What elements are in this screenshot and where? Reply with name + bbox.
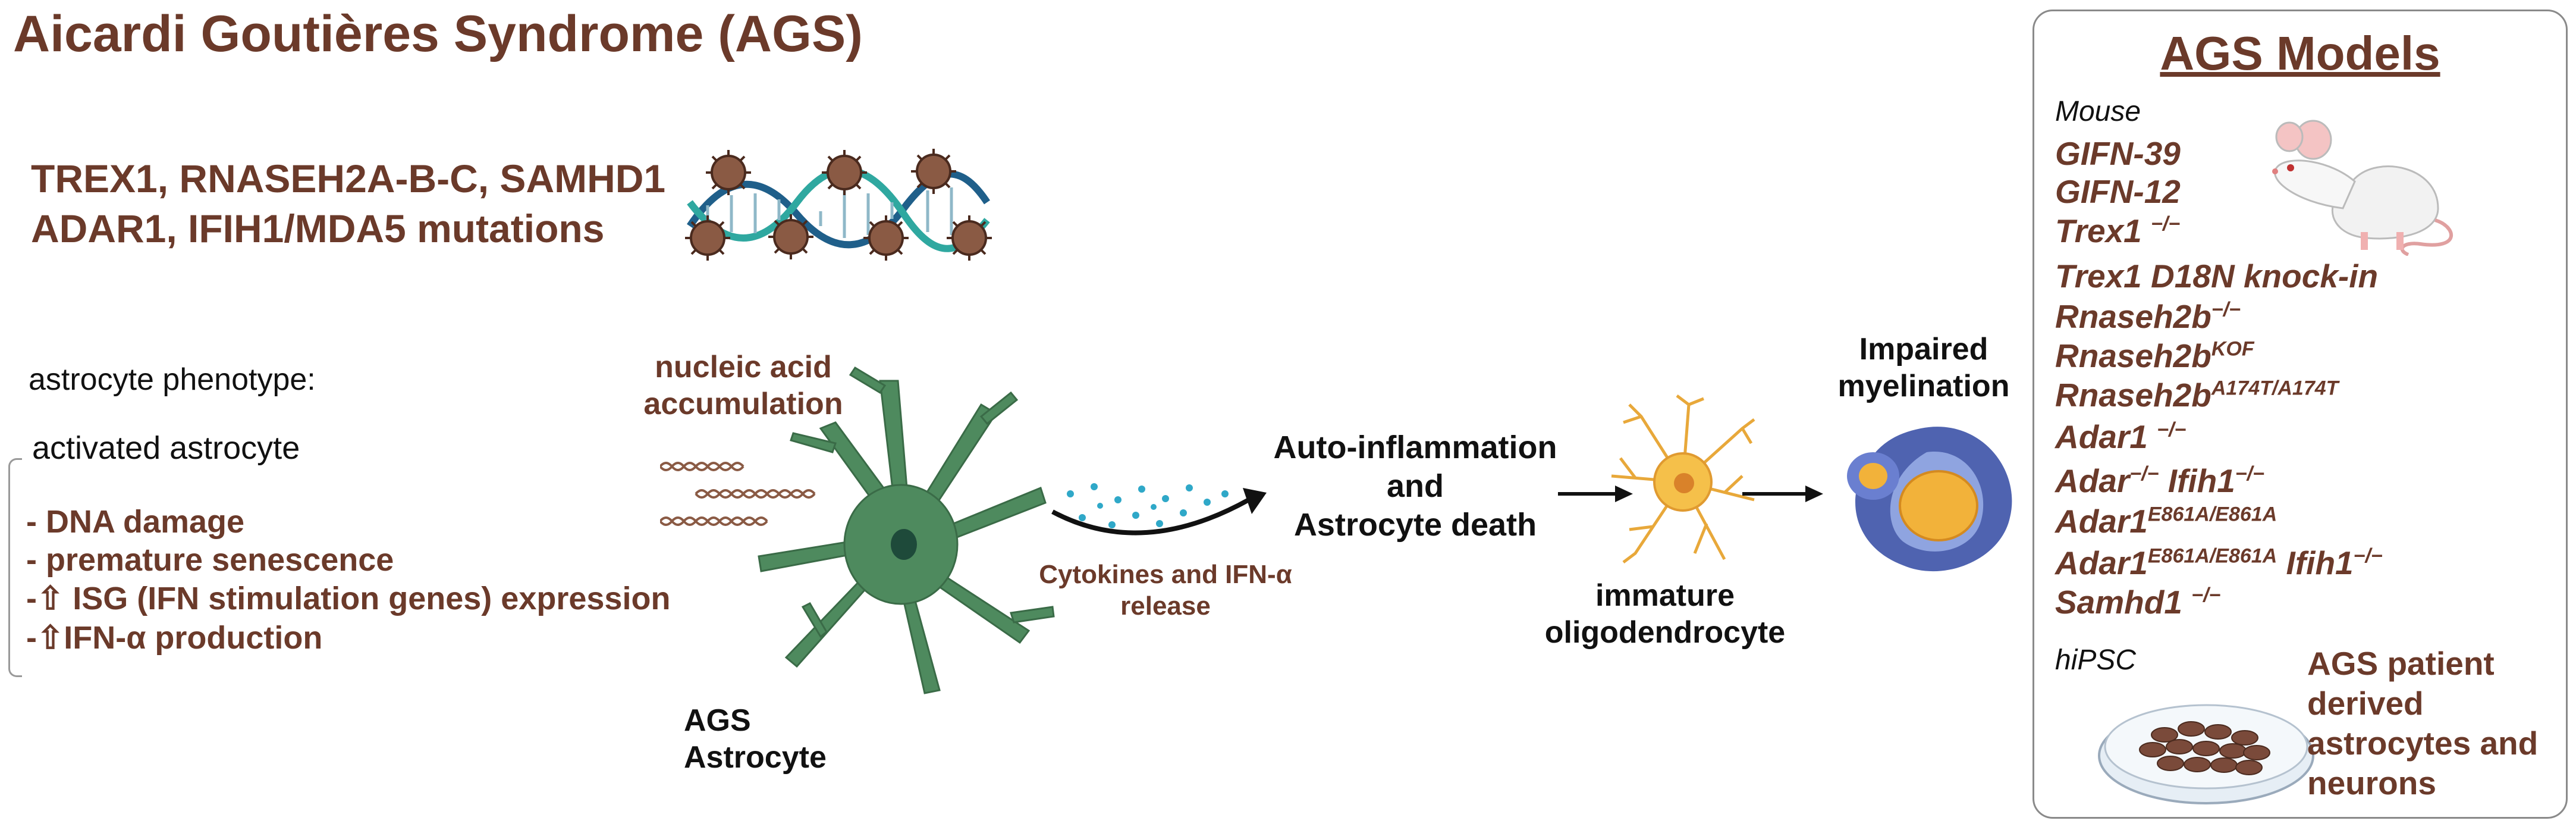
model-item: Samhd1 −/− bbox=[2055, 584, 2221, 621]
model-item: Adar1 −/− bbox=[2055, 418, 2187, 455]
virus-particle-icons bbox=[685, 149, 992, 261]
mouse-category-label: Mouse bbox=[2055, 96, 2141, 127]
diagram-title: Aicardi Goutières Syndrome (AGS) bbox=[13, 5, 863, 62]
cytokine-release-arrow bbox=[1051, 483, 1267, 536]
immature-label-line1: immature bbox=[1595, 578, 1735, 613]
mutation-line-2: ADAR1, IFIH1/MDA5 mutations bbox=[31, 206, 605, 250]
immature-label-line2: oligodendrocyte bbox=[1544, 615, 1786, 650]
nucleic-acid-label-line2: accumulation bbox=[643, 387, 843, 422]
myelin-sheath-icon bbox=[1847, 427, 2012, 572]
nucleic-acid-label: nucleic acid accumulation bbox=[630, 349, 856, 423]
auto-inflammation-line2: and bbox=[1386, 468, 1444, 504]
model-item: Rnaseh2b−/− bbox=[2055, 298, 2241, 335]
astrocyte-nucleus bbox=[891, 529, 917, 560]
ags-astrocyte-label: AGS Astrocyte bbox=[684, 702, 862, 776]
mouse-icon bbox=[2272, 120, 2454, 256]
model-item: Adar1E861A/E861A bbox=[2055, 503, 2277, 540]
dna-virus-illustration bbox=[685, 149, 992, 261]
model-item: GIFN-39 bbox=[2055, 135, 2181, 172]
arrow-to-myelination bbox=[1742, 486, 1823, 502]
cytokines-label-line2: release bbox=[1120, 591, 1211, 621]
auto-inflammation-label: Auto-inflammation and Astrocyte death bbox=[1249, 428, 1582, 544]
ags-models-panel bbox=[2032, 10, 2568, 819]
model-item: Adar−/− Ifih1−/− bbox=[2055, 462, 2264, 499]
nucleic-acid-label-line1: nucleic acid bbox=[655, 350, 832, 384]
hipsc-category-label: hiPSC bbox=[2055, 644, 2137, 676]
arrow-to-oligodendrocyte bbox=[1558, 486, 1633, 502]
phenotype-feature: - DNA damage bbox=[26, 504, 245, 540]
phenotype-feature: -⇧ ISG (IFN stimulation genes) expressio… bbox=[26, 581, 671, 616]
cytokines-label-line1: Cytokines and IFN-α bbox=[1039, 560, 1292, 589]
ags-models-title: AGS Models bbox=[2160, 27, 2440, 80]
petri-dish-icon bbox=[2098, 704, 2314, 804]
astrocyte-icon bbox=[758, 366, 1055, 694]
cytokines-label: Cytokines and IFN-α release bbox=[1035, 559, 1296, 622]
phenotype-feature: -⇧IFN-α production bbox=[26, 620, 323, 656]
hipsc-description: AGS patient derived astrocytes and neuro… bbox=[2307, 645, 2539, 802]
auto-inflammation-line1: Auto-inflammation bbox=[1273, 430, 1557, 465]
immature-oligodendrocyte-label: immature oligodendrocyte bbox=[1540, 577, 1790, 652]
ags-astrocyte-label-line2: Astrocyte bbox=[684, 740, 827, 775]
impaired-label-line2: myelination bbox=[1837, 369, 2010, 404]
oligodendrocyte-icon bbox=[1611, 394, 1755, 563]
auto-inflammation-line3: Astrocyte death bbox=[1293, 506, 1537, 543]
model-item: Trex1 D18N knock-in bbox=[2055, 258, 2379, 295]
model-item: Adar1E861A/E861A Ifih1−/− bbox=[2055, 544, 2383, 581]
model-item: Rnaseh2bA174T/A174T bbox=[2055, 377, 2339, 414]
mutation-line-1: TREX1, RNASEH2A-B-C, SAMHD1 bbox=[31, 156, 666, 201]
model-item: Rnaseh2bKOF bbox=[2055, 337, 2254, 374]
model-item: Trex1 −/− bbox=[2055, 212, 2181, 249]
phenotype-bracket bbox=[8, 458, 22, 677]
dna-strands-icon bbox=[660, 462, 816, 526]
phenotype-heading: astrocyte phenotype: bbox=[29, 362, 316, 397]
impaired-myelination-label: Impaired myelination bbox=[1826, 331, 2022, 405]
ags-astrocyte-label-line1: AGS bbox=[684, 703, 751, 738]
phenotype-subheading: activated astrocyte bbox=[32, 430, 300, 466]
impaired-label-line1: Impaired bbox=[1859, 332, 1988, 367]
phenotype-feature: - premature senescence bbox=[26, 542, 394, 578]
model-item: GIFN-12 bbox=[2055, 173, 2181, 210]
